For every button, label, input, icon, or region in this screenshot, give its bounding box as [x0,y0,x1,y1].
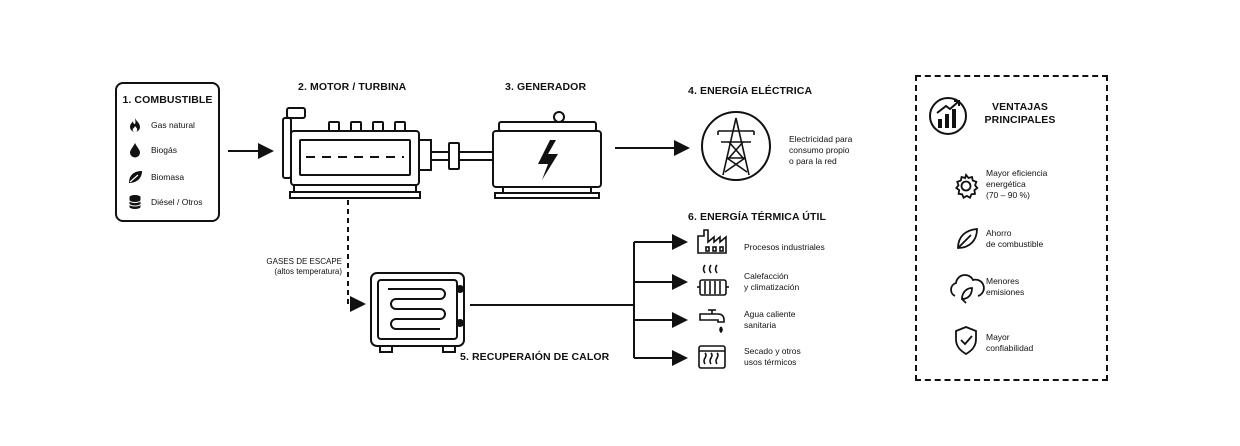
benefit-item-eficiencia: Mayor eficiencia energética (70 – 90 %) [986,168,1048,200]
barrel-icon [129,195,141,209]
leaf-icon [129,171,142,183]
benefit-item-ahorro: Ahorro de combustible [986,228,1044,249]
thermal-item-procesos: Procesos industriales [744,242,825,252]
recovery-title: 5. RECUPERAIÓN DE CALOR [460,351,610,363]
benefit-item-emisiones: Menores emisiones [986,276,1025,297]
faucet-icon [699,309,725,334]
exhaust-gas-line [347,200,366,312]
radiator-icon [697,264,729,296]
thermal-title: 6. ENERGÍA TÉRMICA ÚTIL [688,211,827,223]
benefits-panel [915,75,1108,381]
thermal-item-secado: Secado y otros usos térmicos [744,346,801,367]
drop-icon [130,143,140,158]
cloud-leaf-icon [950,274,985,304]
factory-icon [697,229,727,254]
fuel-item-label: Biogás [151,144,177,155]
engine-title: 2. MOTOR / TURBINA [298,81,407,93]
exhaust-label: GASES DE ESCAPE (altos temperatura) [266,257,342,276]
leaf-icon [957,228,978,249]
flame-icon [130,118,140,133]
benefits-title: VENTAJAS PRINCIPALES [984,101,1056,126]
fuel-item-label: Biomasa [151,171,185,182]
thermal-distribution-lines [470,234,688,366]
growth-chart-icon [929,97,967,135]
gear-icon [955,173,979,199]
fuel-item-label: Gas natural [151,119,195,130]
fuel-item-biogas: Biogás [127,142,177,158]
heat-exchanger-icon [370,272,465,353]
fuel-item-gas-natural: Gas natural [127,117,195,133]
dryer-icon [698,345,726,369]
fuel-panel: 1. COMBUSTIBLE Gas natural Biogás Biomas… [115,82,220,222]
electric-description: Electricidad para consumo propio o para … [789,134,853,166]
generator-icon [492,111,602,199]
electric-title: 4. ENERGÍA ELÉCTRICA [688,85,813,97]
power-pylon-icon [701,111,771,181]
fuel-item-label: Diésel / Otros [151,196,203,207]
fuel-item-biomasa: Biomasa [127,169,184,185]
thermal-item-calefaccion: Calefacción y climatización [744,271,800,292]
benefit-item-confiabilidad: Mayor confiabilidad [986,332,1034,353]
generator-title: 3. GENERADOR [505,81,587,93]
fuel-item-diesel: Diésel / Otros [127,194,203,210]
thermal-item-agua: Agua caliente sanitaria [744,309,796,330]
shield-check-icon [955,326,977,356]
fuel-title: 1. COMBUSTIBLE [122,94,213,106]
shaft-coupling-icon [431,142,492,170]
engine-turbine-icon [282,107,432,199]
